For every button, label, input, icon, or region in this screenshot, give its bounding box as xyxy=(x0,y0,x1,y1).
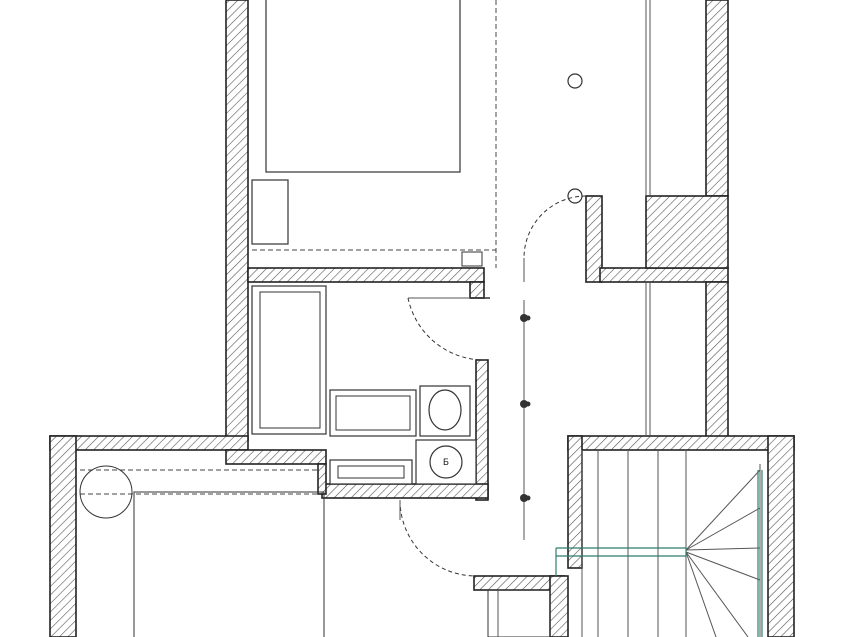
wall-bathroom-bottom xyxy=(321,483,489,499)
ceiling-lamp-icon xyxy=(567,73,583,89)
wall-lower-mid-stub xyxy=(317,463,327,495)
lower-door xyxy=(399,499,477,577)
bed xyxy=(265,0,461,173)
sink xyxy=(329,389,417,437)
nightstand xyxy=(251,179,289,245)
lower-bedroom xyxy=(79,465,325,637)
staircase xyxy=(487,450,763,637)
shelf-inner xyxy=(337,465,405,479)
wall-landing-side xyxy=(549,575,569,637)
radiator xyxy=(461,251,483,267)
wall-upper-left xyxy=(225,0,249,441)
bedroom-door-swing xyxy=(523,195,587,259)
lower-bed xyxy=(133,491,325,637)
bidet-label: Б xyxy=(443,458,449,468)
wall-stair-top xyxy=(567,435,795,451)
bathroom-door-swing xyxy=(407,297,487,361)
wall-bedroom-bathroom xyxy=(247,267,485,283)
wall-bathroom-right xyxy=(475,359,489,501)
wall-corridor-bottom xyxy=(599,267,729,283)
sink-inner xyxy=(335,395,411,431)
structural-column xyxy=(645,195,729,269)
upper-corridor xyxy=(523,0,651,436)
wall-right-upper xyxy=(705,0,729,197)
pendant-lamp-icon xyxy=(79,465,133,519)
wall-right-mid xyxy=(705,281,729,439)
wall-lower-left-top xyxy=(49,435,249,451)
stair-railing xyxy=(556,547,687,557)
bathroom: Б xyxy=(251,285,490,485)
toilet-bowl-icon xyxy=(428,389,462,431)
wall-lower-left-side xyxy=(49,435,77,637)
wall-bathroom-stub xyxy=(469,281,485,299)
bidet-icon xyxy=(429,445,463,479)
bathtub-inner xyxy=(259,291,321,429)
upper-bedroom xyxy=(251,0,497,268)
shelf xyxy=(329,459,413,485)
walls xyxy=(49,0,795,637)
wall-stair-right xyxy=(767,435,795,637)
ceiling-lamp-icon xyxy=(567,188,583,204)
hall-railing xyxy=(520,300,531,540)
bathtub xyxy=(251,285,327,435)
lower-door-swing xyxy=(399,499,477,577)
wall-lower-mid xyxy=(225,449,327,465)
